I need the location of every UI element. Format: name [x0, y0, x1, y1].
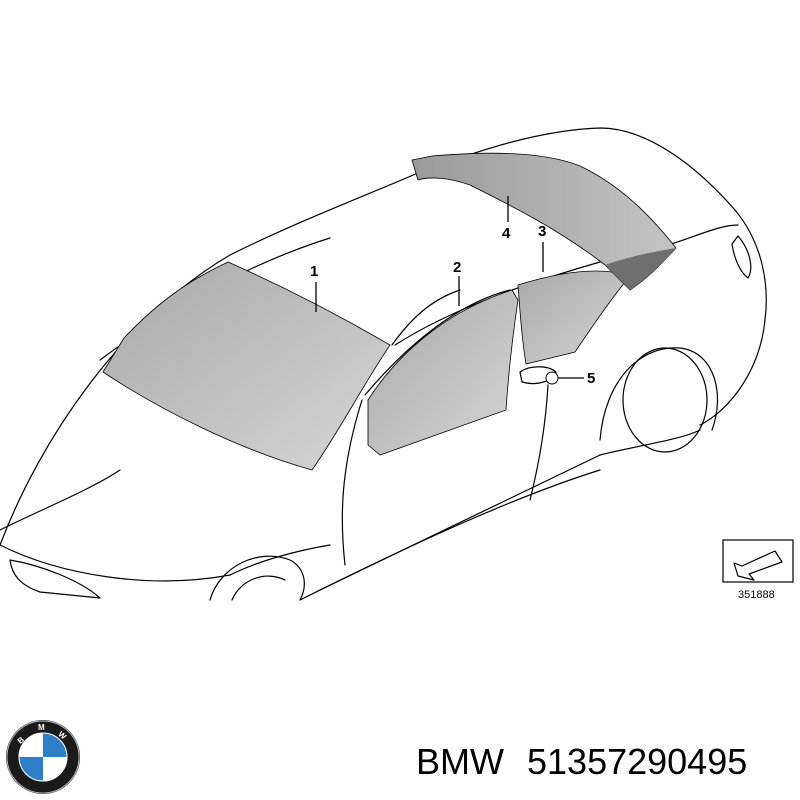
bmw-logo: B M W: [6, 720, 80, 794]
front-door-glass: [367, 289, 519, 456]
bmw-logo-letter-m: M: [38, 723, 45, 732]
callout-1: 1: [310, 263, 318, 312]
callout-2: 2: [453, 259, 461, 306]
callout-label-4: 4: [502, 225, 511, 242]
direction-arrow-icon: [733, 550, 783, 581]
callout-label-2: 2: [453, 259, 461, 276]
bmw-logo-letter-b: B: [16, 735, 26, 746]
caption-brand: BMW: [416, 741, 504, 782]
rear-door-glass: [517, 270, 631, 365]
callout-3: 3: [538, 223, 546, 272]
bmw-logo-letter-w: W: [56, 730, 68, 742]
door-glass-guide: [545, 371, 559, 385]
reference-box: 351888: [722, 539, 794, 601]
rear-window-glass: [411, 152, 677, 291]
part-caption: BMW 51357290495: [416, 741, 747, 782]
callout-4: 4: [502, 196, 511, 242]
callout-label-1: 1: [310, 263, 318, 280]
reference-number: 351888: [738, 589, 775, 601]
callout-5: 5: [558, 370, 595, 387]
caption-part-number: 51357290495: [527, 741, 747, 782]
callout-label-3: 3: [538, 223, 546, 240]
callout-label-5: 5: [587, 370, 595, 387]
windscreen-glass: [102, 261, 391, 471]
